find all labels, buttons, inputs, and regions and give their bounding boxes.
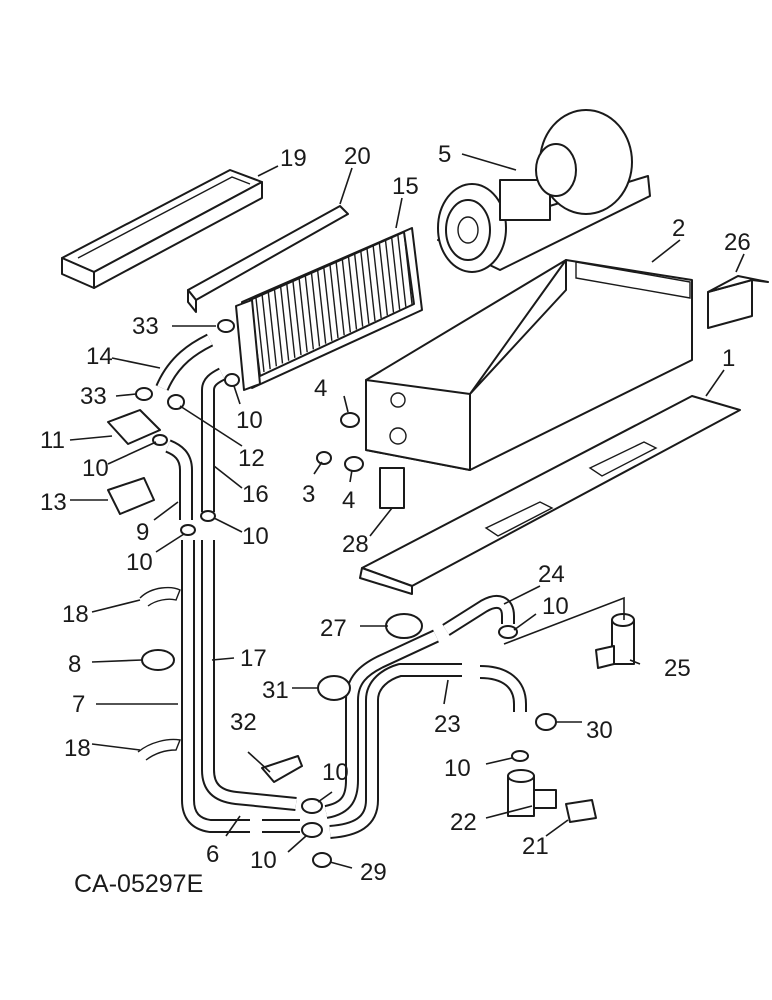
callout-29: 29 xyxy=(360,859,387,886)
part-2-heater-housing xyxy=(365,259,693,471)
callout-16: 16 xyxy=(242,481,269,508)
callout-8: 8 xyxy=(68,651,81,678)
callout-23: 23 xyxy=(434,711,461,738)
fin-line xyxy=(353,253,364,327)
part-30-fitting xyxy=(535,713,557,731)
part-10-clamps xyxy=(152,373,529,838)
callout-4-a: 4 xyxy=(314,375,327,402)
part-31-clamp xyxy=(317,675,351,701)
fin-line xyxy=(323,267,333,341)
callout-13: 13 xyxy=(40,489,67,516)
callout-10-d: 10 xyxy=(242,523,269,550)
fin-line xyxy=(335,262,345,336)
callout-10-a: 10 xyxy=(236,407,263,434)
callout-4-b: 4 xyxy=(342,487,355,514)
heater-core-fins xyxy=(255,231,413,373)
callout-27: 27 xyxy=(320,615,347,642)
fin-line xyxy=(298,278,308,353)
callout-10-f: 10 xyxy=(322,759,349,786)
fin-line xyxy=(292,281,302,356)
callout-labels: 19 20 15 5 2 26 1 33 14 33 10 12 11 10 1… xyxy=(40,141,751,886)
callout-15: 15 xyxy=(392,173,419,200)
callout-14: 14 xyxy=(86,343,113,370)
callout-26: 26 xyxy=(724,229,751,256)
callout-30: 30 xyxy=(586,717,613,744)
callout-20: 20 xyxy=(344,143,371,170)
callout-12: 12 xyxy=(238,445,265,472)
callout-3: 3 xyxy=(302,481,315,508)
part-25-elbow-fitting xyxy=(595,613,635,669)
callout-10-e: 10 xyxy=(542,593,569,620)
fin-line xyxy=(279,286,290,361)
callout-32: 32 xyxy=(230,709,257,736)
part-28-block xyxy=(379,467,405,509)
callout-33-top: 33 xyxy=(132,313,159,340)
fin-line xyxy=(341,259,352,333)
part-8-clamp xyxy=(141,649,175,671)
callout-10-b: 10 xyxy=(82,455,109,482)
callout-10-h: 10 xyxy=(250,847,277,874)
fin-line xyxy=(390,237,401,310)
fin-line xyxy=(360,251,370,324)
fin-line xyxy=(261,295,271,370)
part-11-valve xyxy=(107,409,161,445)
fin-line xyxy=(316,270,327,344)
callout-21: 21 xyxy=(522,833,549,860)
callout-10-g: 10 xyxy=(444,755,471,782)
part-33-hose-clamp xyxy=(135,319,235,401)
callout-33-left: 33 xyxy=(80,383,107,410)
callout-10-c: 10 xyxy=(126,549,153,576)
drawing-code: CA-05297E xyxy=(74,870,203,898)
callout-31: 31 xyxy=(262,677,289,704)
hose-lines xyxy=(155,333,527,839)
fin-line xyxy=(273,289,284,364)
leader-lines xyxy=(69,153,745,869)
part-27-clamp xyxy=(385,613,423,639)
part-22-elbow-fitting xyxy=(507,769,557,817)
callout-11: 11 xyxy=(40,427,65,454)
part-32-bracket xyxy=(261,755,303,783)
fin-line xyxy=(310,273,321,347)
callout-17: 17 xyxy=(240,645,267,672)
fin-line xyxy=(347,256,358,330)
fin-line xyxy=(372,245,382,319)
part-12-connector xyxy=(167,394,185,410)
part-18-hose-clip xyxy=(137,586,181,761)
fin-line xyxy=(384,240,395,313)
part-26-filter-block xyxy=(707,275,769,329)
callout-6: 6 xyxy=(206,841,219,868)
part-4-grommet xyxy=(340,412,364,472)
callout-19: 19 xyxy=(280,145,307,172)
callout-25: 25 xyxy=(664,655,691,682)
part-19-tray xyxy=(61,169,263,289)
callout-5: 5 xyxy=(438,141,451,168)
part-1-mounting-plate xyxy=(359,395,741,595)
callout-1: 1 xyxy=(722,345,735,372)
part-3-nut xyxy=(316,451,332,465)
part-29-clip xyxy=(312,852,332,868)
part-13-bracket xyxy=(107,477,155,515)
callout-7: 7 xyxy=(72,691,85,718)
fin-line xyxy=(397,234,407,307)
callout-28: 28 xyxy=(342,531,369,558)
callout-24: 24 xyxy=(538,561,565,588)
part-21-adapter xyxy=(565,799,597,823)
callout-9: 9 xyxy=(136,519,149,546)
fin-line xyxy=(329,264,339,339)
part-20-seal-strip xyxy=(187,205,349,313)
fin-line xyxy=(378,242,389,316)
callout-18-b: 18 xyxy=(64,735,91,762)
fin-line xyxy=(255,297,265,373)
fin-line xyxy=(366,248,376,322)
fin-line xyxy=(304,275,315,350)
fin-line xyxy=(286,284,296,358)
part-5-blower-assembly xyxy=(437,109,651,273)
callout-2: 2 xyxy=(672,215,685,242)
callout-22: 22 xyxy=(450,809,477,836)
callout-18-a: 18 xyxy=(62,601,89,628)
fin-line xyxy=(403,231,413,305)
fin-line xyxy=(267,292,278,367)
